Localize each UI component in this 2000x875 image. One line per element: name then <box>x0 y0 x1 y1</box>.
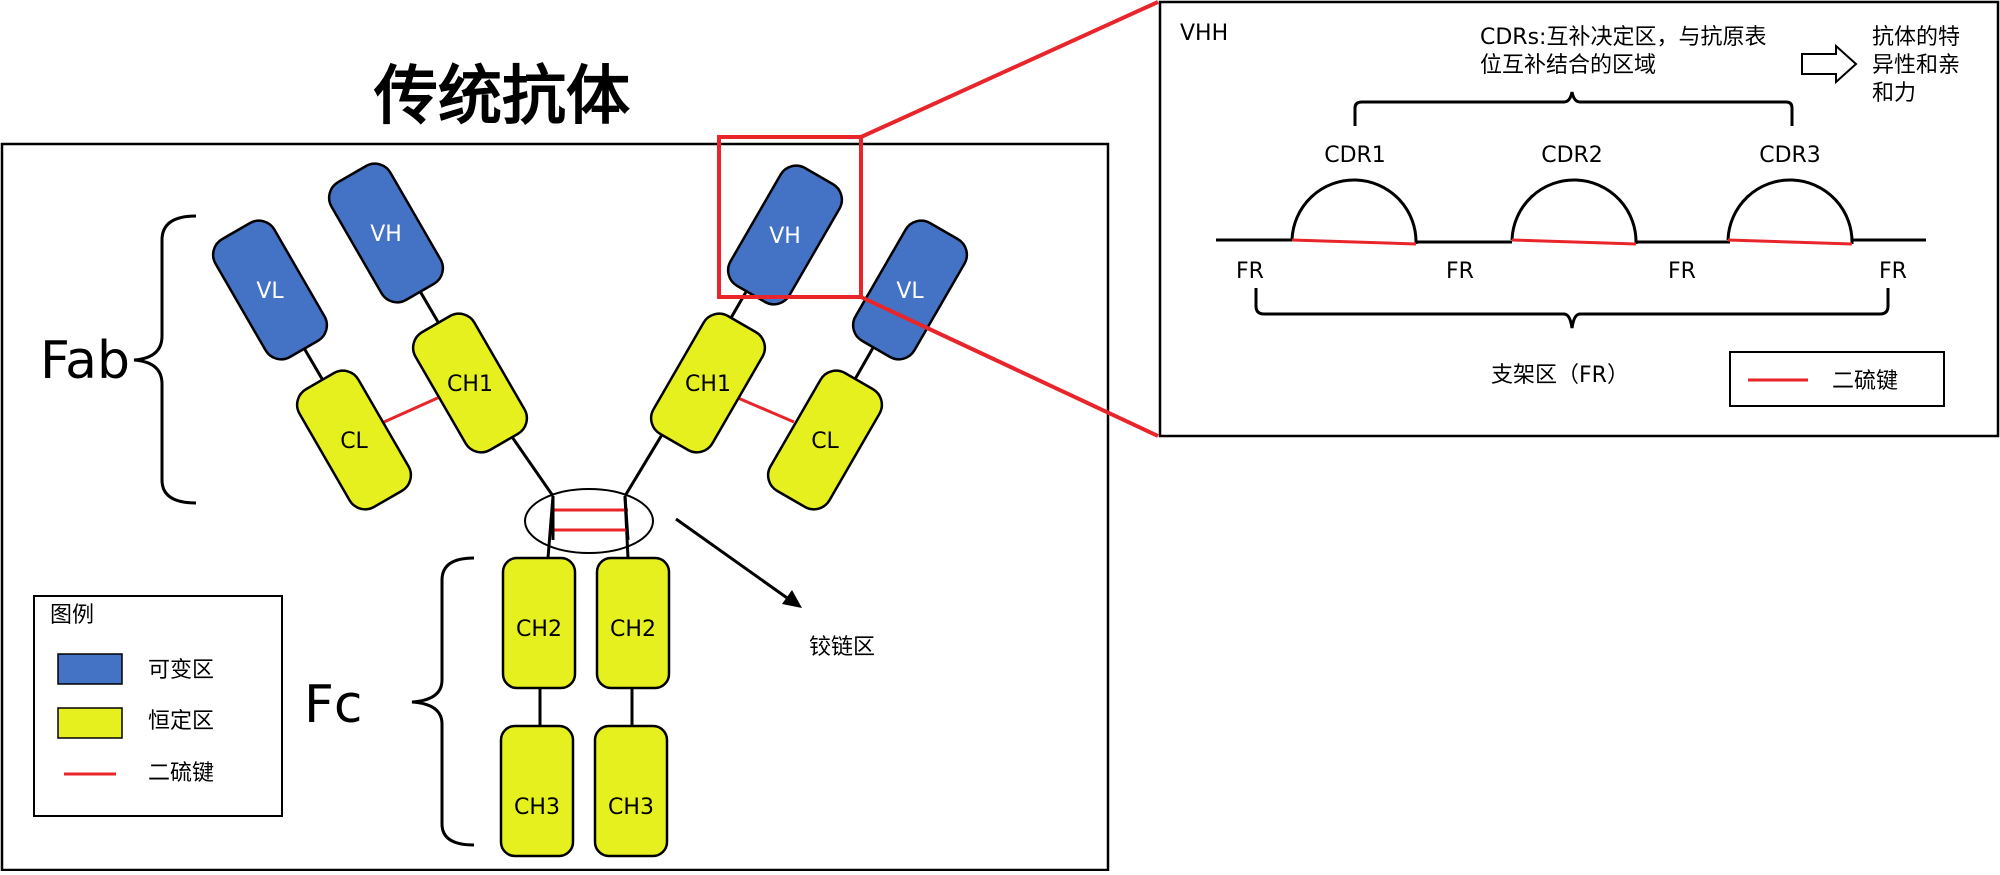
cdr-note-line2: 位互补结合的区域 <box>1480 53 1656 78</box>
fab-label: Fab <box>40 331 130 391</box>
legend-swatch-variable <box>57 653 123 685</box>
domain-vl-left-label: VL <box>256 279 284 304</box>
cdr1-disulfide <box>1291 238 1417 246</box>
domain-cl-left-label: CL <box>340 429 368 454</box>
cdr3-loop <box>1726 178 1854 245</box>
result-line2: 异性和亲 <box>1872 53 1960 78</box>
zoom-line-top <box>860 0 1159 139</box>
fr3-label: FR <box>1668 259 1696 284</box>
fab-brace <box>133 214 197 505</box>
legend-box <box>33 595 283 817</box>
zoom-line-bottom <box>860 295 1159 438</box>
cdr2-label: CDR2 <box>1541 143 1603 168</box>
domain-cl-right: CL <box>766 369 884 511</box>
main-frame <box>0 142 1110 872</box>
cdr1-label: CDR1 <box>1324 143 1386 168</box>
framework-brace <box>1254 288 1890 329</box>
domain-ch3-left-label: CH3 <box>514 795 560 820</box>
cdr-note-line1: CDRs:互补决定区，与抗原表 <box>1480 25 1766 50</box>
domain-cl-right-label: CL <box>811 429 839 454</box>
zoom-highlight-box <box>717 135 863 299</box>
domain-ch3-left: CH3 <box>499 724 575 858</box>
cdr3-label: CDR3 <box>1759 143 1821 168</box>
domain-vl-right: VL <box>851 219 969 361</box>
domain-ch2-right-label: CH2 <box>610 617 656 642</box>
disulfide-bond-right-fab <box>737 396 795 424</box>
domain-vh-right: VH <box>726 164 844 306</box>
domain-ch2-left: CH2 <box>501 556 577 690</box>
domain-vh-right-label: VH <box>769 224 801 249</box>
domain-vh-left-label: VH <box>370 222 402 247</box>
legend: 图例 可变区 恒定区 二硫键 <box>33 595 283 817</box>
result-line3: 和力 <box>1872 81 1916 106</box>
cdr2-disulfide <box>1511 238 1637 246</box>
hinge-label: 铰链区 <box>809 635 875 660</box>
hinge-heavy-chain-right <box>623 495 630 541</box>
hinge-arrow-line <box>675 517 791 602</box>
result-line1: 抗体的特 <box>1872 25 1960 50</box>
domain-ch1-left-label: CH1 <box>447 372 493 397</box>
domain-ch1-right-label: CH1 <box>685 372 731 397</box>
page-title: 传统抗体 <box>373 60 630 134</box>
domain-ch1-right: CH1 <box>649 312 767 454</box>
fc-brace <box>411 556 475 847</box>
domain-cl-left: CL <box>295 369 413 511</box>
disulfide-bond-left-fab <box>383 394 443 424</box>
legend-swatch-constant <box>57 707 123 739</box>
domain-ch2-right: CH2 <box>595 556 671 690</box>
domain-ch3-right: CH3 <box>593 724 669 858</box>
hinge-arrow-head <box>782 590 802 608</box>
fr4-label: FR <box>1879 259 1907 284</box>
vhh-panel: VHH CDRs:互补决定区，与抗原表 位互补结合的区域 抗体的特 异性和亲 和… <box>1158 0 2000 438</box>
fr2-label: FR <box>1446 259 1474 284</box>
legend-title: 图例 <box>50 603 94 628</box>
result-arrow-icon <box>1801 43 1858 85</box>
cdr-brace <box>1353 91 1794 126</box>
domain-vl-right-label: VL <box>896 279 924 304</box>
legend-label-disulfide: 二硫键 <box>148 761 214 786</box>
fc-label: Fc <box>304 675 363 735</box>
domain-ch3-right-label: CH3 <box>608 795 654 820</box>
cdr2-loop <box>1510 178 1638 245</box>
vhh-legend-label: 二硫键 <box>1832 369 1898 394</box>
cdr3-disulfide <box>1727 238 1853 246</box>
fr1-label: FR <box>1236 259 1264 284</box>
domain-ch1-left: CH1 <box>411 312 529 454</box>
vhh-label: VHH <box>1180 21 1228 46</box>
cdr1-loop <box>1290 178 1418 245</box>
framework-label: 支架区（FR） <box>1491 363 1629 388</box>
domain-vh-left: VH <box>327 162 445 304</box>
legend-label-constant: 恒定区 <box>148 709 214 734</box>
domain-ch2-left-label: CH2 <box>516 617 562 642</box>
domain-vl-left: VL <box>211 219 329 361</box>
legend-label-variable: 可变区 <box>148 658 214 683</box>
hinge-ellipse <box>524 488 654 554</box>
